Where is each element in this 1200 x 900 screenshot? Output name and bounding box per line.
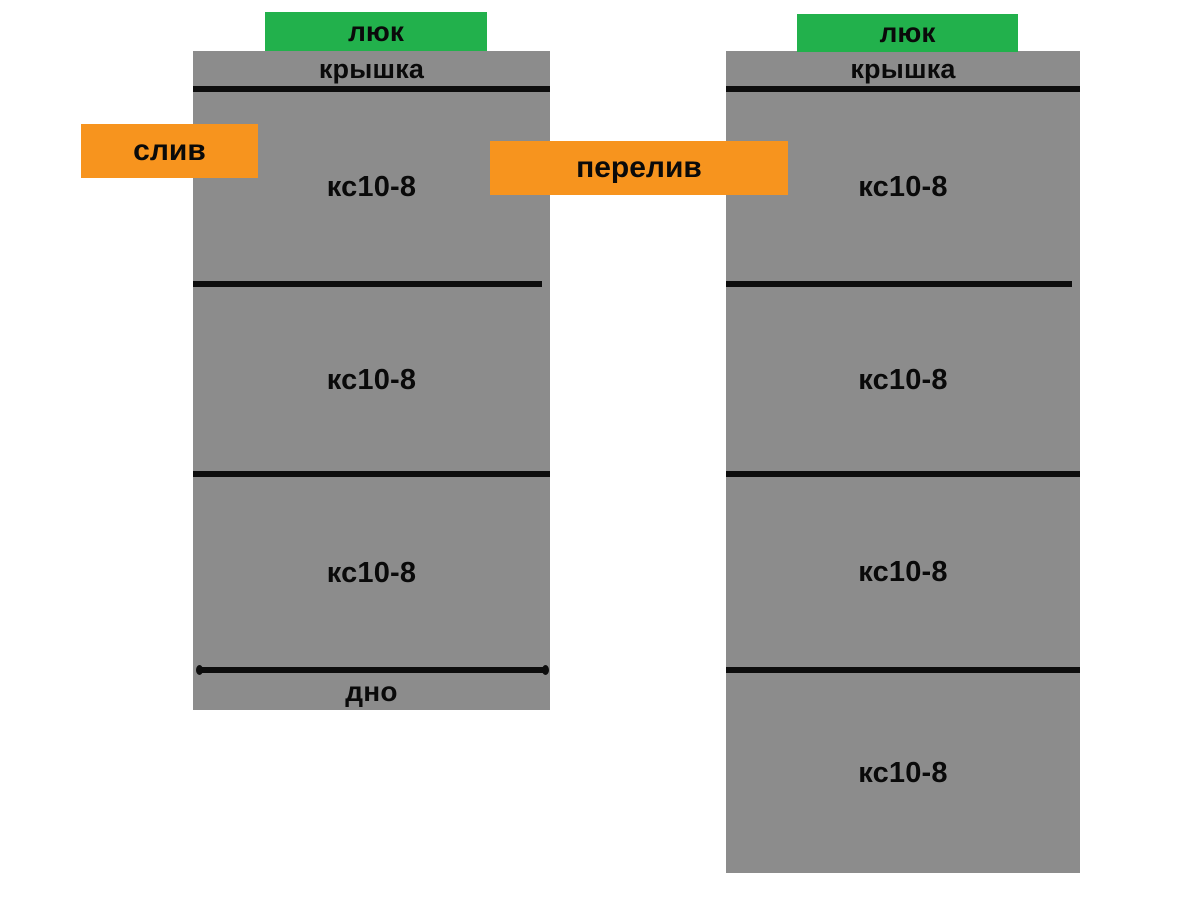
right-tank-ring-4-label: кс10-8 xyxy=(858,756,948,789)
right-tank-ring-3-label: кс10-8 xyxy=(858,555,948,588)
right-tank-section-lid: крышка xyxy=(726,51,1080,88)
overflow-pipe: перелив xyxy=(490,141,788,195)
overflow-pipe-label: перелив xyxy=(576,151,702,184)
left-tank-hatch: люк xyxy=(265,12,487,51)
left-tank-divider-1 xyxy=(193,281,542,287)
left-tank-section-ring-1: кс10-8 xyxy=(193,92,550,283)
left-tank-section-ring-2: кс10-8 xyxy=(193,287,550,473)
left-tank-divider-2 xyxy=(193,471,550,477)
left-tank-bottom-label: дно xyxy=(345,675,398,707)
left-tank-ring-1-label: кс10-8 xyxy=(326,171,417,203)
right-tank-hatch: люк xyxy=(797,14,1018,52)
right-tank-ring-1-label: кс10-8 xyxy=(858,171,948,203)
right-tank-divider-3 xyxy=(726,667,1080,673)
right-tank-divider-lid xyxy=(726,86,1080,92)
left-tank-lid-label: крышка xyxy=(318,54,425,84)
left-tank-divider-lid xyxy=(193,86,550,92)
right-tank-lid-label: крышка xyxy=(850,54,956,84)
drain-pipe-label: слив xyxy=(133,134,206,167)
drain-pipe: слив xyxy=(81,124,258,178)
left-tank-ring-2-label: кс10-8 xyxy=(326,363,417,396)
left-tank-divider-bottom xyxy=(196,665,549,675)
right-tank-section-ring-2: кс10-8 xyxy=(726,287,1080,473)
right-tank-divider-2 xyxy=(726,471,1080,477)
right-tank-section-ring-4: кс10-8 xyxy=(726,673,1080,873)
left-tank-hatch-label: люк xyxy=(348,15,404,47)
right-tank-section-ring-1: кс10-8 xyxy=(726,92,1080,283)
left-tank-ring-3-label: кс10-8 xyxy=(326,557,417,589)
left-tank-section-bottom: дно xyxy=(193,673,550,710)
left-tank-section-ring-3: кс10-8 xyxy=(193,477,550,670)
left-tank-section-lid: крышка xyxy=(193,51,550,88)
right-tank-divider-1 xyxy=(726,281,1072,287)
right-tank-hatch-label: люк xyxy=(879,17,936,48)
right-tank-section-ring-3: кс10-8 xyxy=(726,477,1080,667)
right-tank-ring-2-label: кс10-8 xyxy=(858,363,948,396)
